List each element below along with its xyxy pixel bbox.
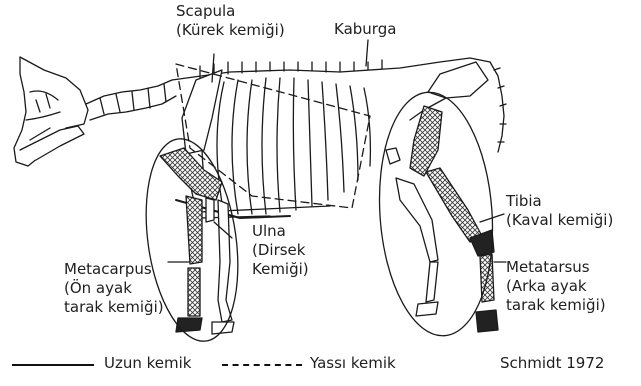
scapula-bone	[182, 70, 222, 154]
legend-solid-line-swatch	[12, 364, 94, 366]
label-ulna: Ulna (Dirsek Kemiği)	[252, 222, 309, 279]
label-metatarsus-line3: tarak kemiği)	[506, 296, 606, 315]
front-hoof	[176, 318, 202, 332]
label-metacarpus-line3: tarak kemiği)	[64, 298, 164, 317]
label-tibia: Tibia (Kaval kemiği)	[506, 192, 613, 230]
label-metacarpus: Metacarpus (Ön ayak tarak kemiği)	[64, 260, 164, 317]
label-kaburga-line1: Kaburga	[334, 20, 396, 39]
label-ulna-line3: Kemiği)	[252, 260, 309, 279]
patella	[386, 148, 400, 164]
neck-vertebrae	[86, 80, 176, 120]
label-tibia-line2: (Kaval kemiği)	[506, 211, 613, 230]
tail	[490, 62, 504, 152]
hind-hoof	[476, 310, 498, 332]
label-tibia-line1: Tibia	[506, 192, 613, 211]
radius	[186, 196, 202, 264]
legend-dashed-line-swatch	[222, 364, 302, 366]
label-metatarsus-line2: (Arka ayak	[506, 277, 606, 296]
legend-long-bone: Uzun kemik	[104, 354, 191, 373]
label-metacarpus-line1: Metacarpus	[64, 260, 164, 279]
label-metacarpus-line2: (Ön ayak	[64, 279, 164, 298]
label-metatarsus: Metatarsus (Arka ayak tarak kemiği)	[506, 258, 606, 315]
label-kaburga: Kaburga	[334, 20, 396, 39]
label-scapula-line2: (Kürek kemiği)	[176, 21, 285, 40]
label-scapula: Scapula (Kürek kemiği)	[176, 2, 285, 40]
ulna-bone	[206, 198, 214, 222]
label-scapula-line1: Scapula	[176, 2, 285, 21]
legend-flat-bone: Yassı kemik	[310, 354, 396, 373]
pelvis	[428, 62, 488, 98]
tibia-bone	[426, 168, 482, 242]
label-ulna-line1: Ulna	[252, 222, 309, 241]
label-ulna-line2: (Dirsek	[252, 241, 309, 260]
label-metatarsus-line1: Metatarsus	[506, 258, 606, 277]
metacarpus-bone	[188, 268, 200, 316]
credit-text: Schmidt 1972	[500, 354, 604, 373]
humerus	[160, 148, 222, 200]
